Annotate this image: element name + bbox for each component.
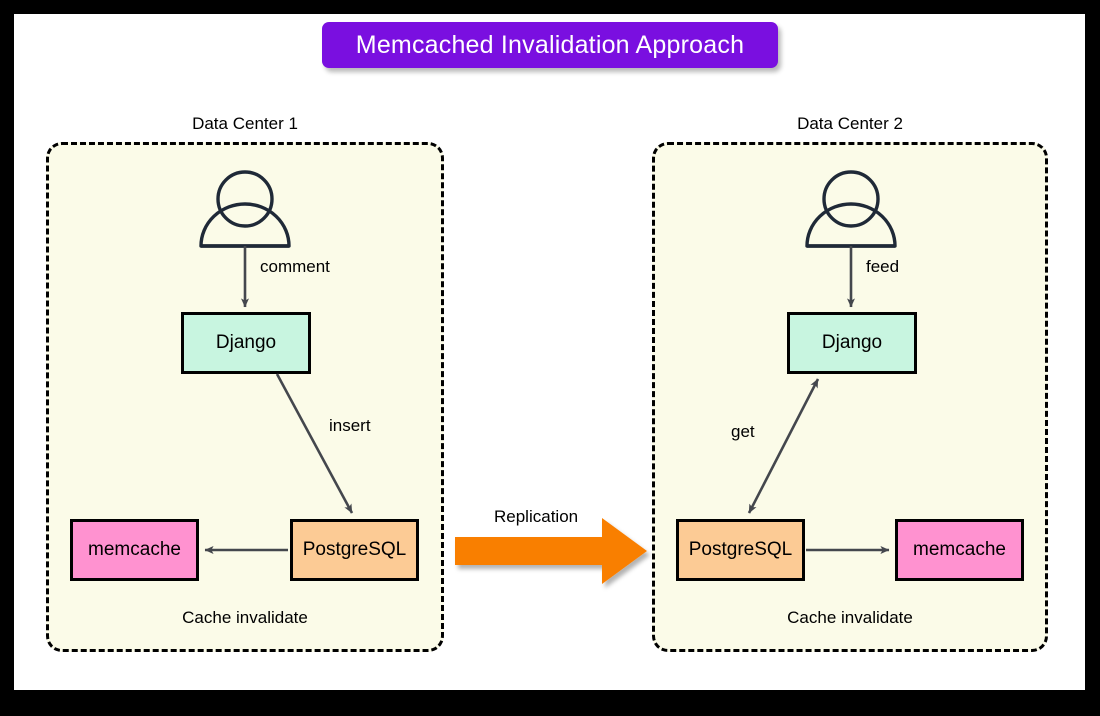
dc2-node-memcache[interactable]: memcache [895, 519, 1024, 581]
dc2-caption: Cache invalidate [787, 608, 913, 627]
title-banner: Memcached Invalidation Approach [322, 22, 778, 68]
replication-label: Replication [494, 507, 579, 526]
data-center-2-label: Data Center 2 [797, 114, 903, 133]
dc2-node-postgres[interactable]: PostgreSQL [676, 519, 805, 581]
dc1-node-memcache[interactable]: memcache [70, 519, 199, 581]
dc2-node-django[interactable]: Django [787, 312, 917, 374]
dc1-node-postgres[interactable]: PostgreSQL [290, 519, 419, 581]
dc1-caption: Cache invalidate [182, 608, 308, 627]
data-center-1-label: Data Center 1 [192, 114, 298, 133]
dc1-edge-label-comment: comment [260, 257, 330, 276]
dc2-edge-label-get: get [731, 422, 755, 441]
dc1-node-django[interactable]: Django [181, 312, 311, 374]
dc1-edge-label-insert: insert [329, 416, 371, 435]
dc2-edge-label-feed: feed [866, 257, 900, 276]
page-title: Memcached Invalidation Approach [355, 30, 745, 59]
